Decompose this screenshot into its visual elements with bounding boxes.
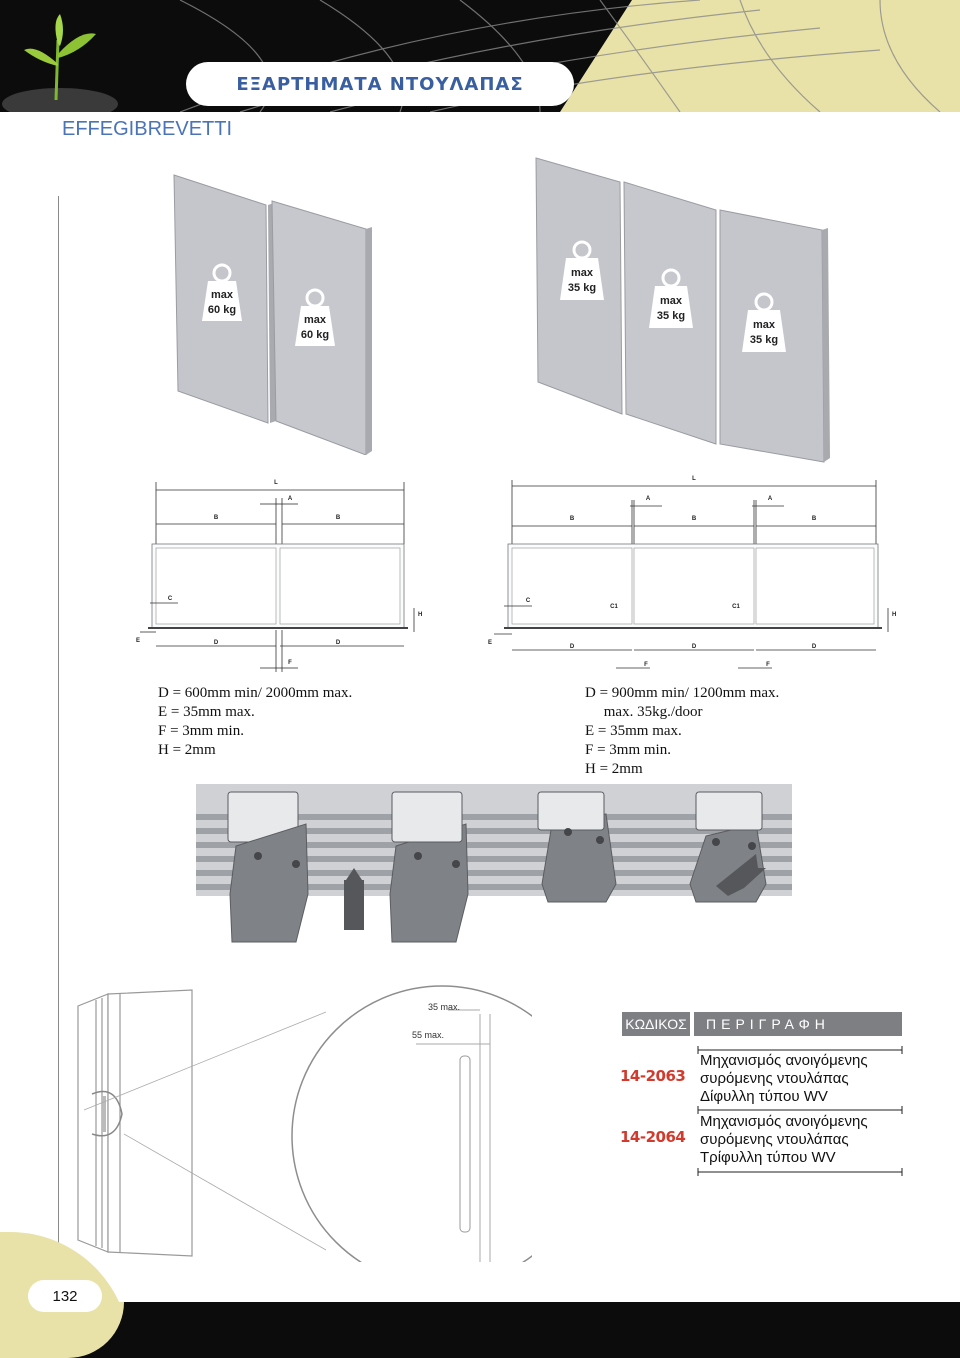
two-door-specs: D = 600mm min/ 2000mm max. E = 35mm max.… [158, 684, 352, 760]
dim-label-L: L [692, 476, 696, 482]
spec-line: D = 900mm min/ 1200mm max. [585, 685, 780, 701]
spec-line: H = 2mm [158, 742, 216, 758]
weight-icon: max 35 kg [742, 292, 786, 352]
svg-text:max: max [211, 289, 234, 301]
product-description: Μηχανισμός ανοιγόμενης συρόμενης ντουλάπ… [700, 1052, 868, 1105]
spec-line: max. 35kg./door [585, 704, 703, 720]
dim-label-B: B [570, 516, 575, 522]
dim-label-C1: C1 [732, 604, 740, 610]
detail-label-55: 55 max. [412, 1030, 444, 1040]
spec-line: H = 2mm [585, 761, 643, 777]
dim-label-F: F [766, 662, 770, 668]
dim-label-A: A [768, 496, 773, 502]
svg-text:35 kg: 35 kg [657, 310, 685, 322]
product-description: Μηχανισμός ανοιγόμενης συρόμενης ντουλάπ… [700, 1113, 868, 1166]
margin-rule [58, 196, 59, 1256]
spec-line: D = 600mm min/ 2000mm max. [158, 685, 353, 701]
dim-label-C1: C1 [610, 604, 618, 610]
spec-line: F = 3mm min. [158, 723, 244, 739]
mechanism-photo [196, 784, 792, 943]
svg-text:max: max [660, 295, 683, 307]
dim-label-D: D [692, 644, 697, 650]
dim-label-B: B [336, 515, 341, 521]
three-door-dimension-drawing: L A A B B B C C1 C1 E D D D F F H [488, 476, 896, 669]
dim-label-B: B [214, 515, 219, 521]
weight-icon: max 60 kg [202, 263, 242, 321]
dim-label-C: C [526, 598, 531, 604]
footer-band [0, 1302, 960, 1358]
spec-line: E = 35mm max. [158, 704, 255, 720]
dim-label-F: F [288, 660, 292, 666]
weight-icon: max 35 kg [560, 240, 604, 300]
svg-text:max: max [304, 314, 327, 326]
dim-label-A: A [288, 496, 293, 502]
dim-label-E: E [488, 640, 492, 646]
product-code: 14-2064 [620, 1128, 686, 1146]
dim-label-D: D [214, 640, 219, 646]
dim-label-B: B [692, 516, 697, 522]
svg-text:max: max [753, 319, 776, 331]
detail-label-35: 35 max. [428, 1002, 460, 1012]
weight-icon: max 60 kg [295, 288, 335, 346]
title-pill: ΕΞΑΡΤΗΜΑΤΑ ΝΤΟΥΛΑΠΑΣ [186, 62, 574, 106]
three-door-illustration: max 35 kg max 35 kg max 35 kg [535, 157, 830, 463]
three-door-specs: D = 900mm min/ 1200mm max. max. 35kg./do… [585, 684, 779, 779]
weight-icon: max 35 kg [649, 268, 693, 328]
brand-name: EFFEGIBREVETTI [62, 118, 233, 140]
dim-label-H: H [418, 612, 422, 618]
dim-label-B: B [812, 516, 817, 522]
wardrobe-detail-illustration: 35 max. 55 max. [77, 985, 532, 1262]
svg-text:max: max [571, 267, 594, 279]
dim-label-D: D [336, 640, 341, 646]
dim-label-C: C [168, 596, 173, 602]
dim-label-L: L [274, 480, 278, 486]
svg-text:35 kg: 35 kg [750, 334, 778, 346]
svg-text:60 kg: 60 kg [301, 329, 329, 341]
plant-icon [2, 14, 118, 112]
detail-circle [291, 985, 532, 1262]
header-grid-graphic [2, 0, 941, 112]
svg-text:35 kg: 35 kg [568, 282, 596, 294]
dim-label-D: D [570, 644, 575, 650]
dim-label-E: E [136, 638, 140, 644]
page-number: 132 [28, 1280, 102, 1312]
two-door-dimension-drawing: L A B B C E D D F H [136, 480, 422, 672]
spec-line: F = 3mm min. [585, 742, 671, 758]
spec-line: E = 35mm max. [585, 723, 682, 739]
dim-label-F: F [644, 662, 648, 668]
description-column-header: ΠΕΡΙΓΡΑΦΗ [694, 1012, 902, 1036]
page-title: ΕΞΑΡΤΗΜΑΤΑ ΝΤΟΥΛΑΠΑΣ [236, 73, 524, 95]
code-column-header: ΚΩΔΙΚΟΣ [622, 1012, 690, 1036]
table-rules [697, 1046, 903, 1176]
product-code: 14-2063 [620, 1067, 686, 1085]
two-door-illustration: max 60 kg max 60 kg [173, 174, 372, 455]
dim-label-D: D [812, 644, 817, 650]
dim-label-A: A [646, 496, 651, 502]
svg-text:60 kg: 60 kg [208, 304, 236, 316]
dim-label-H: H [892, 612, 896, 618]
